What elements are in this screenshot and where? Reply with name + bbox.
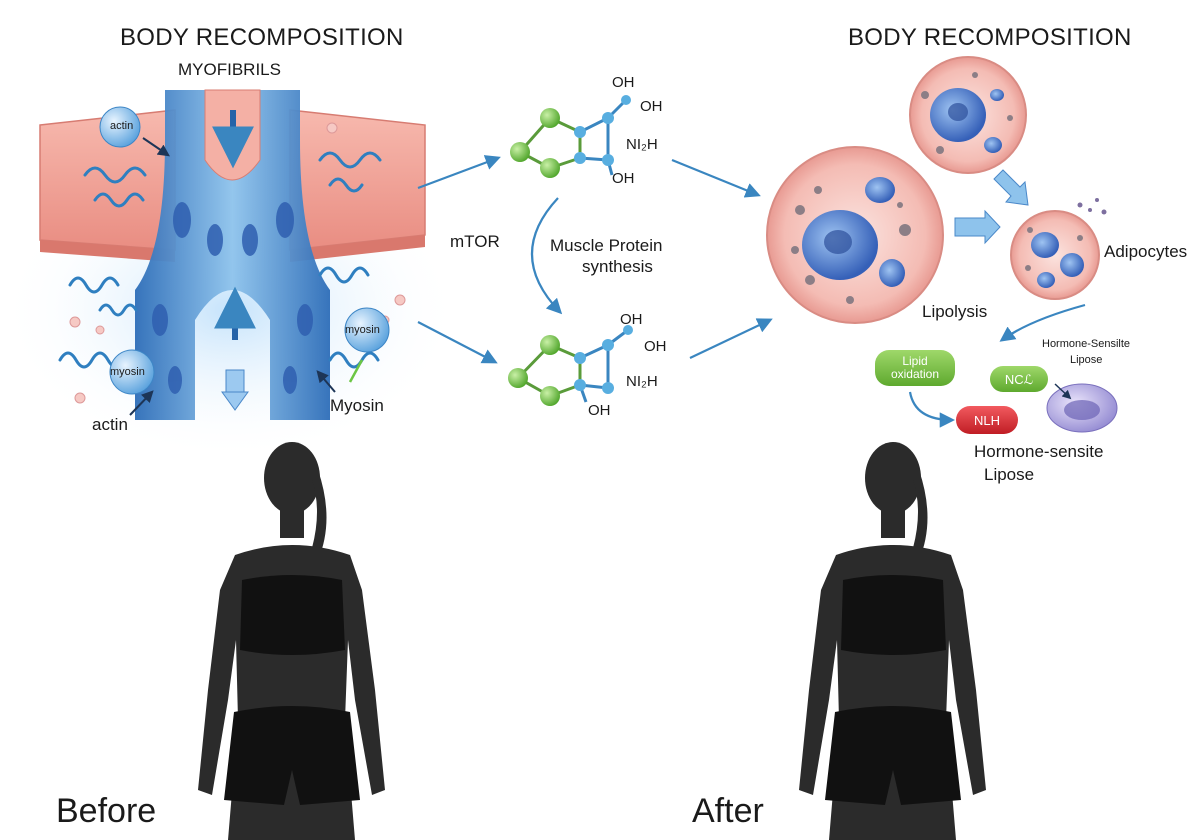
hsl-small-label-line1: Hormone-Sensilte	[1042, 338, 1131, 350]
after-label: After	[692, 792, 764, 830]
molecule-bottom-nh: NI₂H	[626, 373, 658, 390]
molecule-bottom-oh-right: OH	[644, 338, 667, 355]
lipolysis-label: Lipolysis	[922, 302, 988, 321]
left-title: BODY RECOMPOSITION	[120, 24, 404, 51]
after-silhouette-clothing	[825, 575, 961, 805]
actin-label: actin	[92, 415, 128, 434]
mps-label-line1: Muscle Protein	[550, 236, 663, 255]
arrow-to-bottom-molecule	[417, 321, 498, 364]
molecule-top-oh-top: OH	[612, 74, 635, 91]
arrow-to-top-molecule	[417, 155, 501, 190]
myofibril-illustration	[0, 89, 460, 460]
mps-label-line2: synthesis	[582, 257, 653, 276]
myosin-bubble-left-label: myosin	[110, 366, 145, 378]
mtor-label: mTOR	[450, 232, 500, 251]
myosin-label: Myosin	[330, 396, 384, 415]
arrow-to-fat-cell-top	[671, 158, 761, 198]
myosin-bubble-right	[344, 307, 390, 353]
arrow-top-to-small	[993, 169, 1029, 206]
fat-cell-large	[766, 146, 944, 324]
before-label: Before	[56, 792, 157, 830]
lipid-oxidation-line1: Lipid	[902, 354, 928, 368]
actin-bubble	[99, 106, 141, 148]
mtor-cycle-arrow	[530, 197, 563, 315]
hsl-label-line2: Lipose	[984, 465, 1035, 484]
flow-arrows	[417, 155, 1086, 428]
lipid-oxidation-line2: oxidation	[890, 367, 940, 381]
arrow-to-fat-cell-bottom	[689, 318, 773, 359]
adipocytes-label: Adipocytes	[1104, 242, 1188, 261]
fat-cell-top	[909, 56, 1027, 174]
molecule-top-oh-bottom: OH	[612, 170, 635, 187]
ncl-pill: NCℒ	[990, 366, 1048, 392]
myofibrils-label: MYOFIBRILS	[178, 60, 281, 79]
molecule-bottom-oh-top: OH	[620, 311, 643, 328]
nlh-pill: NLH	[956, 406, 1018, 434]
lipid-to-nlh-arrow	[908, 391, 956, 428]
amino-acid-molecule-bottom	[508, 325, 633, 406]
amino-acid-molecule-top	[510, 95, 631, 178]
actin-bubble-label: actin	[110, 120, 134, 132]
molecule-top-nh: NI₂H	[626, 136, 658, 153]
arrow-cell-to-small	[954, 209, 1001, 245]
right-title: BODY RECOMPOSITION	[848, 24, 1132, 51]
myosin-bubble-right-label: myosin	[345, 324, 380, 336]
lipolysis-arrow	[999, 303, 1086, 342]
molecule-bottom-oh-bottom: OH	[588, 402, 611, 419]
hsl-label-line1: Hormone-sensite	[974, 442, 1104, 461]
fat-cell-small	[1010, 198, 1107, 300]
myosin-bubble-left	[109, 349, 155, 395]
hsl-small-label-line2: Lipose	[1070, 354, 1103, 366]
hormone-sensitive-lipase-enzyme	[1046, 383, 1118, 433]
before-silhouette-clothing	[224, 575, 360, 805]
molecule-top-oh-right: OH	[640, 98, 663, 115]
